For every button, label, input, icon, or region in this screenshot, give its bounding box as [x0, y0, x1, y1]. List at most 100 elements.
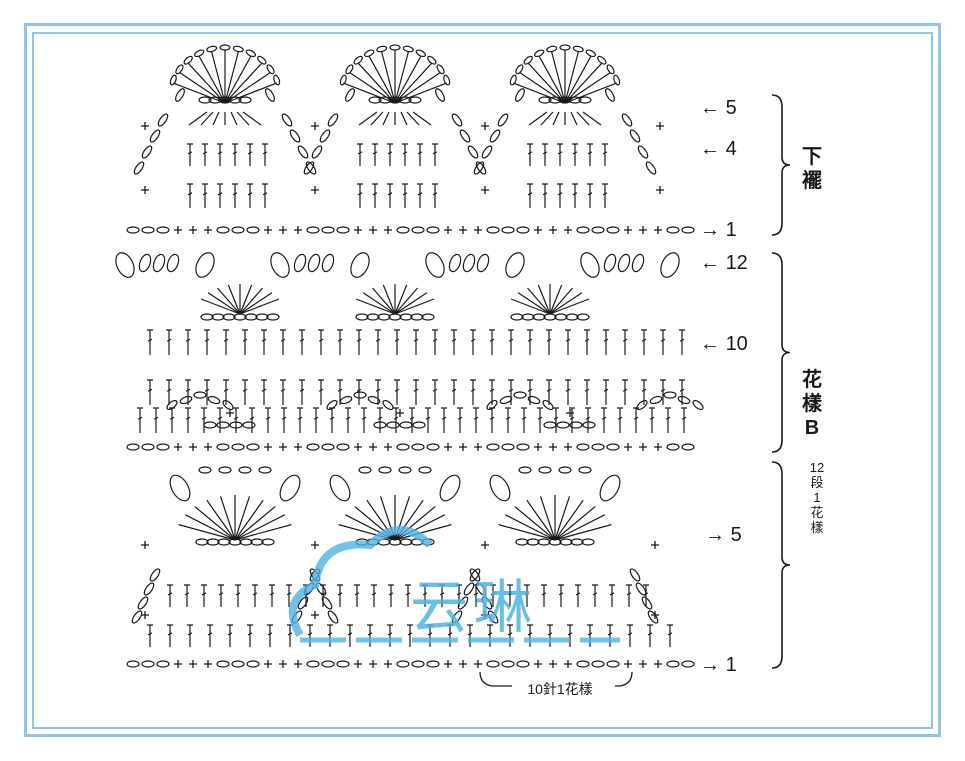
chain-stitch	[426, 443, 440, 451]
chain-stitch	[606, 64, 615, 75]
stitch-line	[564, 82, 617, 104]
chain-stitch	[203, 421, 217, 429]
chain-stitch	[297, 145, 309, 159]
chain-stitch	[527, 395, 541, 405]
chain-stitch	[198, 96, 212, 104]
chain-stitch	[436, 64, 445, 75]
stitch-line	[554, 514, 606, 541]
stitch-line	[343, 82, 396, 104]
double-crochet-mark	[679, 329, 685, 355]
double-crochet-mark	[457, 407, 463, 433]
stitch-line	[217, 287, 241, 315]
double-crochet-mark	[137, 407, 143, 433]
double-crochet-mark	[473, 584, 479, 607]
single-crochet-mark	[369, 443, 377, 451]
chain-stitch	[649, 395, 663, 405]
double-crochet-mark	[665, 407, 671, 433]
single-crochet-mark	[474, 226, 482, 234]
single-crochet-mark	[624, 660, 632, 668]
chain-stitch	[216, 660, 230, 668]
double-crochet-mark	[318, 329, 324, 355]
chain-stitch	[469, 568, 481, 582]
double-crochet-mark	[280, 329, 286, 355]
double-crochet-mark	[202, 143, 208, 166]
chain-stitch	[137, 596, 149, 610]
chain-stitch	[647, 610, 659, 624]
chain-stitch	[156, 443, 170, 451]
double-crochet-mark	[587, 143, 593, 166]
single-crochet-mark	[651, 611, 659, 619]
chain-stitch	[149, 129, 161, 143]
chain-stitch	[501, 443, 515, 451]
double-crochet-mark	[527, 143, 533, 166]
single-crochet-mark	[534, 226, 542, 234]
stitch-line	[358, 111, 378, 126]
chain-stitch	[231, 443, 245, 451]
stitch-line	[394, 284, 408, 315]
stitch-line	[514, 506, 556, 541]
chain-stitch	[321, 443, 335, 451]
chain-stitch	[156, 226, 170, 234]
stitch-line	[564, 56, 592, 104]
double-crochet-mark	[489, 407, 495, 433]
stitch-line	[551, 51, 566, 104]
stitch-line	[394, 71, 441, 104]
double-crochet-mark	[299, 379, 305, 405]
chain-stitch	[179, 395, 193, 405]
stitch-line	[382, 111, 390, 126]
chain-stitch	[542, 399, 554, 411]
double-crochet-mark	[281, 407, 287, 433]
double-crochet-mark	[432, 329, 438, 355]
stitch-line	[236, 111, 250, 126]
chain-stitch	[451, 113, 463, 127]
chain-stitch	[242, 421, 256, 429]
double-crochet-mark	[546, 329, 552, 355]
chain-stitch	[486, 660, 500, 668]
chain-stitch	[645, 161, 657, 175]
single-crochet-mark	[141, 541, 149, 549]
double-crochet-mark	[507, 584, 513, 607]
single-crochet-mark	[624, 226, 632, 234]
single-crochet-mark	[444, 226, 452, 234]
chain-stitch	[663, 391, 677, 399]
single-crochet-mark	[354, 443, 362, 451]
chain-stitch	[376, 45, 388, 53]
chain-stitch	[451, 610, 463, 624]
chain-stitch	[336, 660, 350, 668]
chain-stitch	[537, 538, 551, 546]
double-crochet-mark	[585, 407, 591, 433]
chain-stitch	[521, 313, 535, 321]
single-crochet-mark	[481, 122, 489, 130]
double-crochet-mark	[187, 143, 193, 166]
shell-cluster	[270, 252, 290, 278]
chain-stitch	[218, 466, 232, 474]
chain-stitch	[231, 226, 245, 234]
double-crochet-mark	[572, 183, 578, 208]
double-crochet-mark	[204, 329, 210, 355]
chain-stitch	[133, 161, 145, 175]
chain-stitch	[211, 313, 225, 321]
chain-stitch	[578, 466, 592, 474]
chain-stitch	[681, 443, 695, 451]
double-crochet-mark	[167, 584, 173, 607]
single-crochet-mark	[141, 122, 149, 130]
stitch-line	[549, 292, 583, 315]
chain-stitch	[195, 538, 209, 546]
double-crochet-mark	[242, 329, 248, 355]
double-crochet-mark	[553, 407, 559, 433]
double-crochet-mark	[565, 379, 571, 405]
stitch-line	[394, 56, 422, 104]
chain-stitch	[427, 55, 437, 65]
double-crochet-mark	[367, 624, 373, 647]
stitch-line	[554, 506, 596, 541]
row-label-mid-1: → 1	[700, 654, 737, 676]
stitch-line	[224, 51, 239, 104]
chain-stitch	[250, 538, 264, 546]
stitch-line	[187, 62, 226, 104]
chain-stitch	[396, 660, 410, 668]
chain-stitch	[597, 55, 607, 65]
chain-stitch	[345, 88, 355, 102]
chain-stitch	[228, 96, 242, 104]
chain-stitch	[411, 660, 425, 668]
